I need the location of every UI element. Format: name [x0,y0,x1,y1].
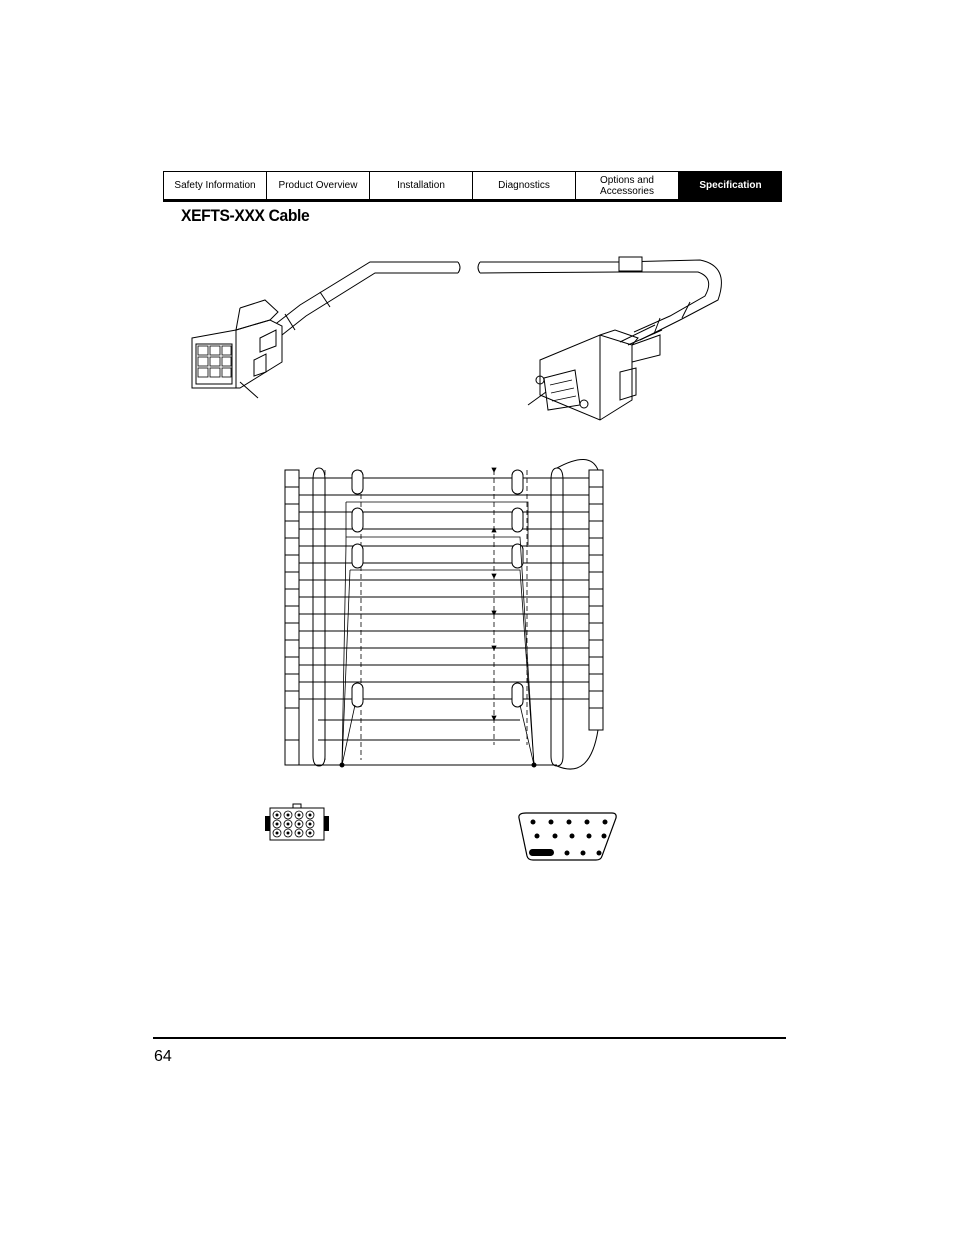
tab-options-and-accessories[interactable]: Options and Accessories [576,172,679,199]
page-title: XEFTS-XXX Cable [181,206,310,225]
tab-diagnostics[interactable]: Diagnostics [473,172,576,199]
connector-db15-3d [527,324,663,421]
footer-rule [153,1037,786,1039]
tab-product-overview[interactable]: Product Overview [267,172,370,199]
cable-left-segment [254,261,461,351]
page-number: 64 [154,1048,172,1065]
left-terminal-block [284,469,300,766]
section-tabs: Safety Information Product Overview Inst… [163,171,782,202]
connector-12-pin-3d [191,299,283,399]
right-terminal-block [588,469,604,731]
connector-db15-face [518,812,617,861]
tab-installation[interactable]: Installation [370,172,473,199]
cable-right-segment [477,256,722,341]
connector-12-pin-face [265,803,329,841]
wiring-diagram [284,459,604,770]
tab-safety-information[interactable]: Safety Information [164,172,267,199]
tab-specification[interactable]: Specification [679,172,782,199]
